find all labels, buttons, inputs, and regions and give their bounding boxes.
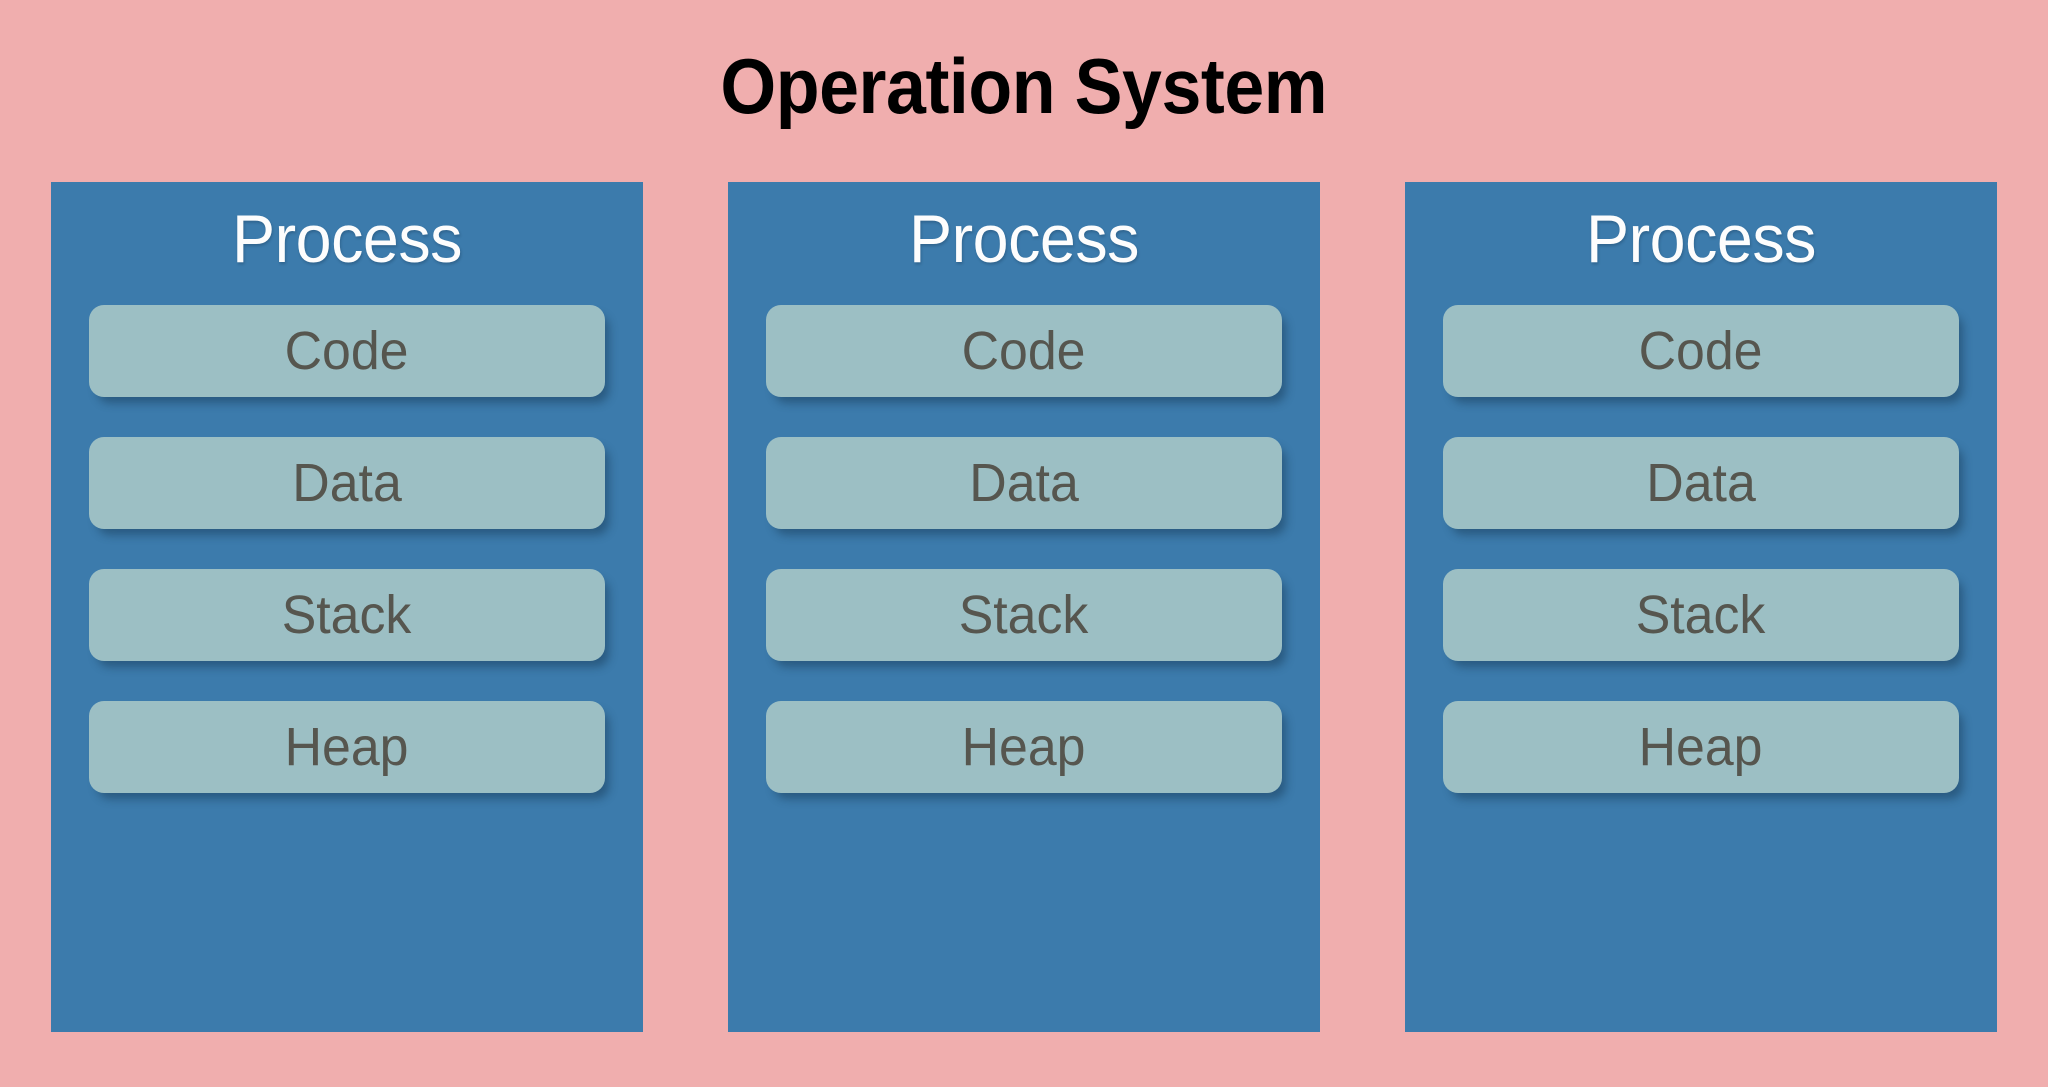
segment-stack-label: Stack (282, 585, 412, 646)
segment-data: Data (89, 437, 605, 530)
segment-code-label: Code (285, 321, 409, 382)
segment-stack-label: Stack (1636, 585, 1766, 646)
segment-data-label: Data (1646, 453, 1756, 514)
segment-stack: Stack (766, 569, 1282, 662)
process-panels-row: Process Code Data Stack Heap Process (0, 182, 2048, 1087)
process-panel-3: Process Code Data Stack Heap (1405, 182, 1997, 1032)
process-panel-1-segments: Code Data Stack Heap (89, 305, 605, 794)
process-panel-2-heading: Process (908, 201, 1140, 277)
process-panel-3-segments: Code Data Stack Heap (1443, 305, 1959, 794)
page-title: Operation System (720, 42, 1328, 130)
title-bar: Operation System (0, 0, 2048, 182)
process-panel-2-segments: Code Data Stack Heap (766, 305, 1282, 794)
segment-data-label: Data (969, 453, 1079, 514)
segment-heap-label: Heap (1639, 717, 1763, 778)
process-panel-3-heading: Process (1585, 201, 1817, 277)
segment-heap-label: Heap (285, 717, 409, 778)
segment-stack: Stack (89, 569, 605, 662)
segment-code-label: Code (962, 321, 1086, 382)
segment-heap: Heap (766, 701, 1282, 794)
process-panel-1-heading: Process (231, 201, 463, 277)
segment-heap-label: Heap (962, 717, 1086, 778)
segment-stack: Stack (1443, 569, 1959, 662)
segment-heap: Heap (89, 701, 605, 794)
segment-stack-label: Stack (959, 585, 1089, 646)
segment-code-label: Code (1639, 321, 1763, 382)
process-panel-2: Process Code Data Stack Heap (728, 182, 1320, 1032)
segment-code: Code (766, 305, 1282, 398)
process-panel-1: Process Code Data Stack Heap (51, 182, 643, 1032)
segment-code: Code (89, 305, 605, 398)
segment-data: Data (766, 437, 1282, 530)
segment-heap: Heap (1443, 701, 1959, 794)
segment-data-label: Data (292, 453, 402, 514)
segment-code: Code (1443, 305, 1959, 398)
segment-data: Data (1443, 437, 1959, 530)
